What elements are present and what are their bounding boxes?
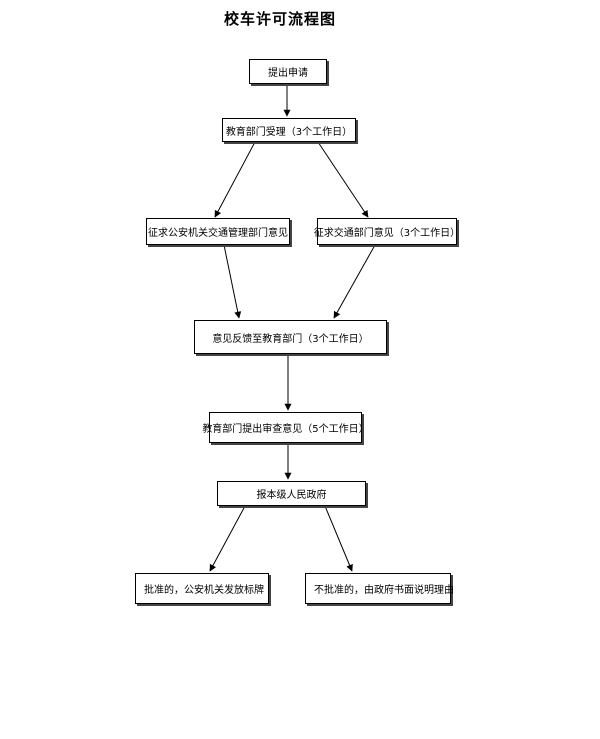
node-rejected: 不批准的，由政府书面说明理由 xyxy=(305,573,454,604)
node-approved: 批准的，公安机关发放标牌 xyxy=(135,573,269,604)
arrow-transport-to-feedback xyxy=(333,244,376,319)
node-review: 教育部门提出审查意见（5个工作日） xyxy=(202,412,369,443)
node-transport-opinion-label: 征求交通部门意见（3个工作日） xyxy=(313,228,461,239)
node-report-gov-label: 报本级人民政府 xyxy=(256,490,327,501)
arrow-accept-to-transport xyxy=(317,141,369,218)
node-edu-accept-label: 教育部门受理（3个工作日） xyxy=(225,126,353,138)
node-transport-opinion: 征求交通部门意见（3个工作日） xyxy=(313,218,461,245)
arrow-accept-to-police xyxy=(214,141,256,218)
arrow-report-to-approved xyxy=(209,505,246,572)
node-approved-label: 批准的，公安机关发放标牌 xyxy=(144,585,264,596)
node-feedback: 意见反馈至教育部门（3个工作日） xyxy=(194,320,387,354)
node-apply: 提出申请 xyxy=(249,59,327,84)
node-feedback-label: 意见反馈至教育部门（3个工作日） xyxy=(212,333,369,345)
node-report-gov: 报本级人民政府 xyxy=(217,481,366,506)
arrow-report-to-rejected xyxy=(324,505,353,572)
node-apply-label: 提出申请 xyxy=(268,68,308,79)
arrow-police-to-feedback xyxy=(223,244,242,319)
page-title: 校车许可流程图 xyxy=(223,10,336,28)
node-police-opinion-label: 征求公安机关交通管理部门意见 xyxy=(148,228,288,239)
node-rejected-label: 不批准的，由政府书面说明理由 xyxy=(314,585,454,596)
node-police-opinion: 征求公安机关交通管理部门意见 xyxy=(146,218,290,245)
node-review-label: 教育部门提出审查意见（5个工作日） xyxy=(202,424,369,435)
node-edu-accept: 教育部门受理（3个工作日） xyxy=(222,118,356,142)
